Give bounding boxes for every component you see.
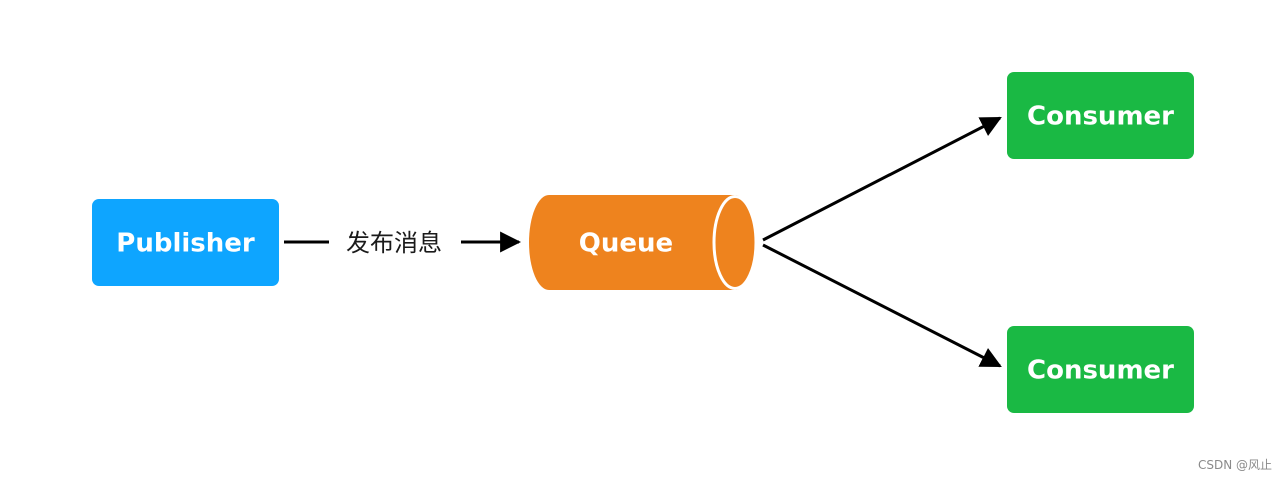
queue-to-consumer-top-arrow [762,116,1002,242]
consumer-bottom-box [1007,326,1194,413]
consumer-top-box [1007,72,1194,159]
queue-node: Queue [529,195,758,290]
queue-to-consumer-bottom-arrow [762,243,1002,368]
queue-label: Queue [579,229,673,259]
queue-cylinder-cap [712,195,758,290]
consumer-top-node: Consumer [1007,72,1194,159]
publisher-box [92,199,279,286]
queue-cylinder-body [529,195,755,290]
publisher-label: Publisher [116,229,255,259]
publisher-node: Publisher [92,199,279,286]
publish-edge: 发布消息 [284,229,522,257]
consumer-bottom-label: Consumer [1027,356,1174,386]
watermark: CSDN @风止 [1197,458,1272,472]
consumer-top-label: Consumer [1027,102,1174,132]
consumer-bottom-node: Consumer [1007,326,1194,413]
publish-edge-label: 发布消息 [346,229,442,257]
